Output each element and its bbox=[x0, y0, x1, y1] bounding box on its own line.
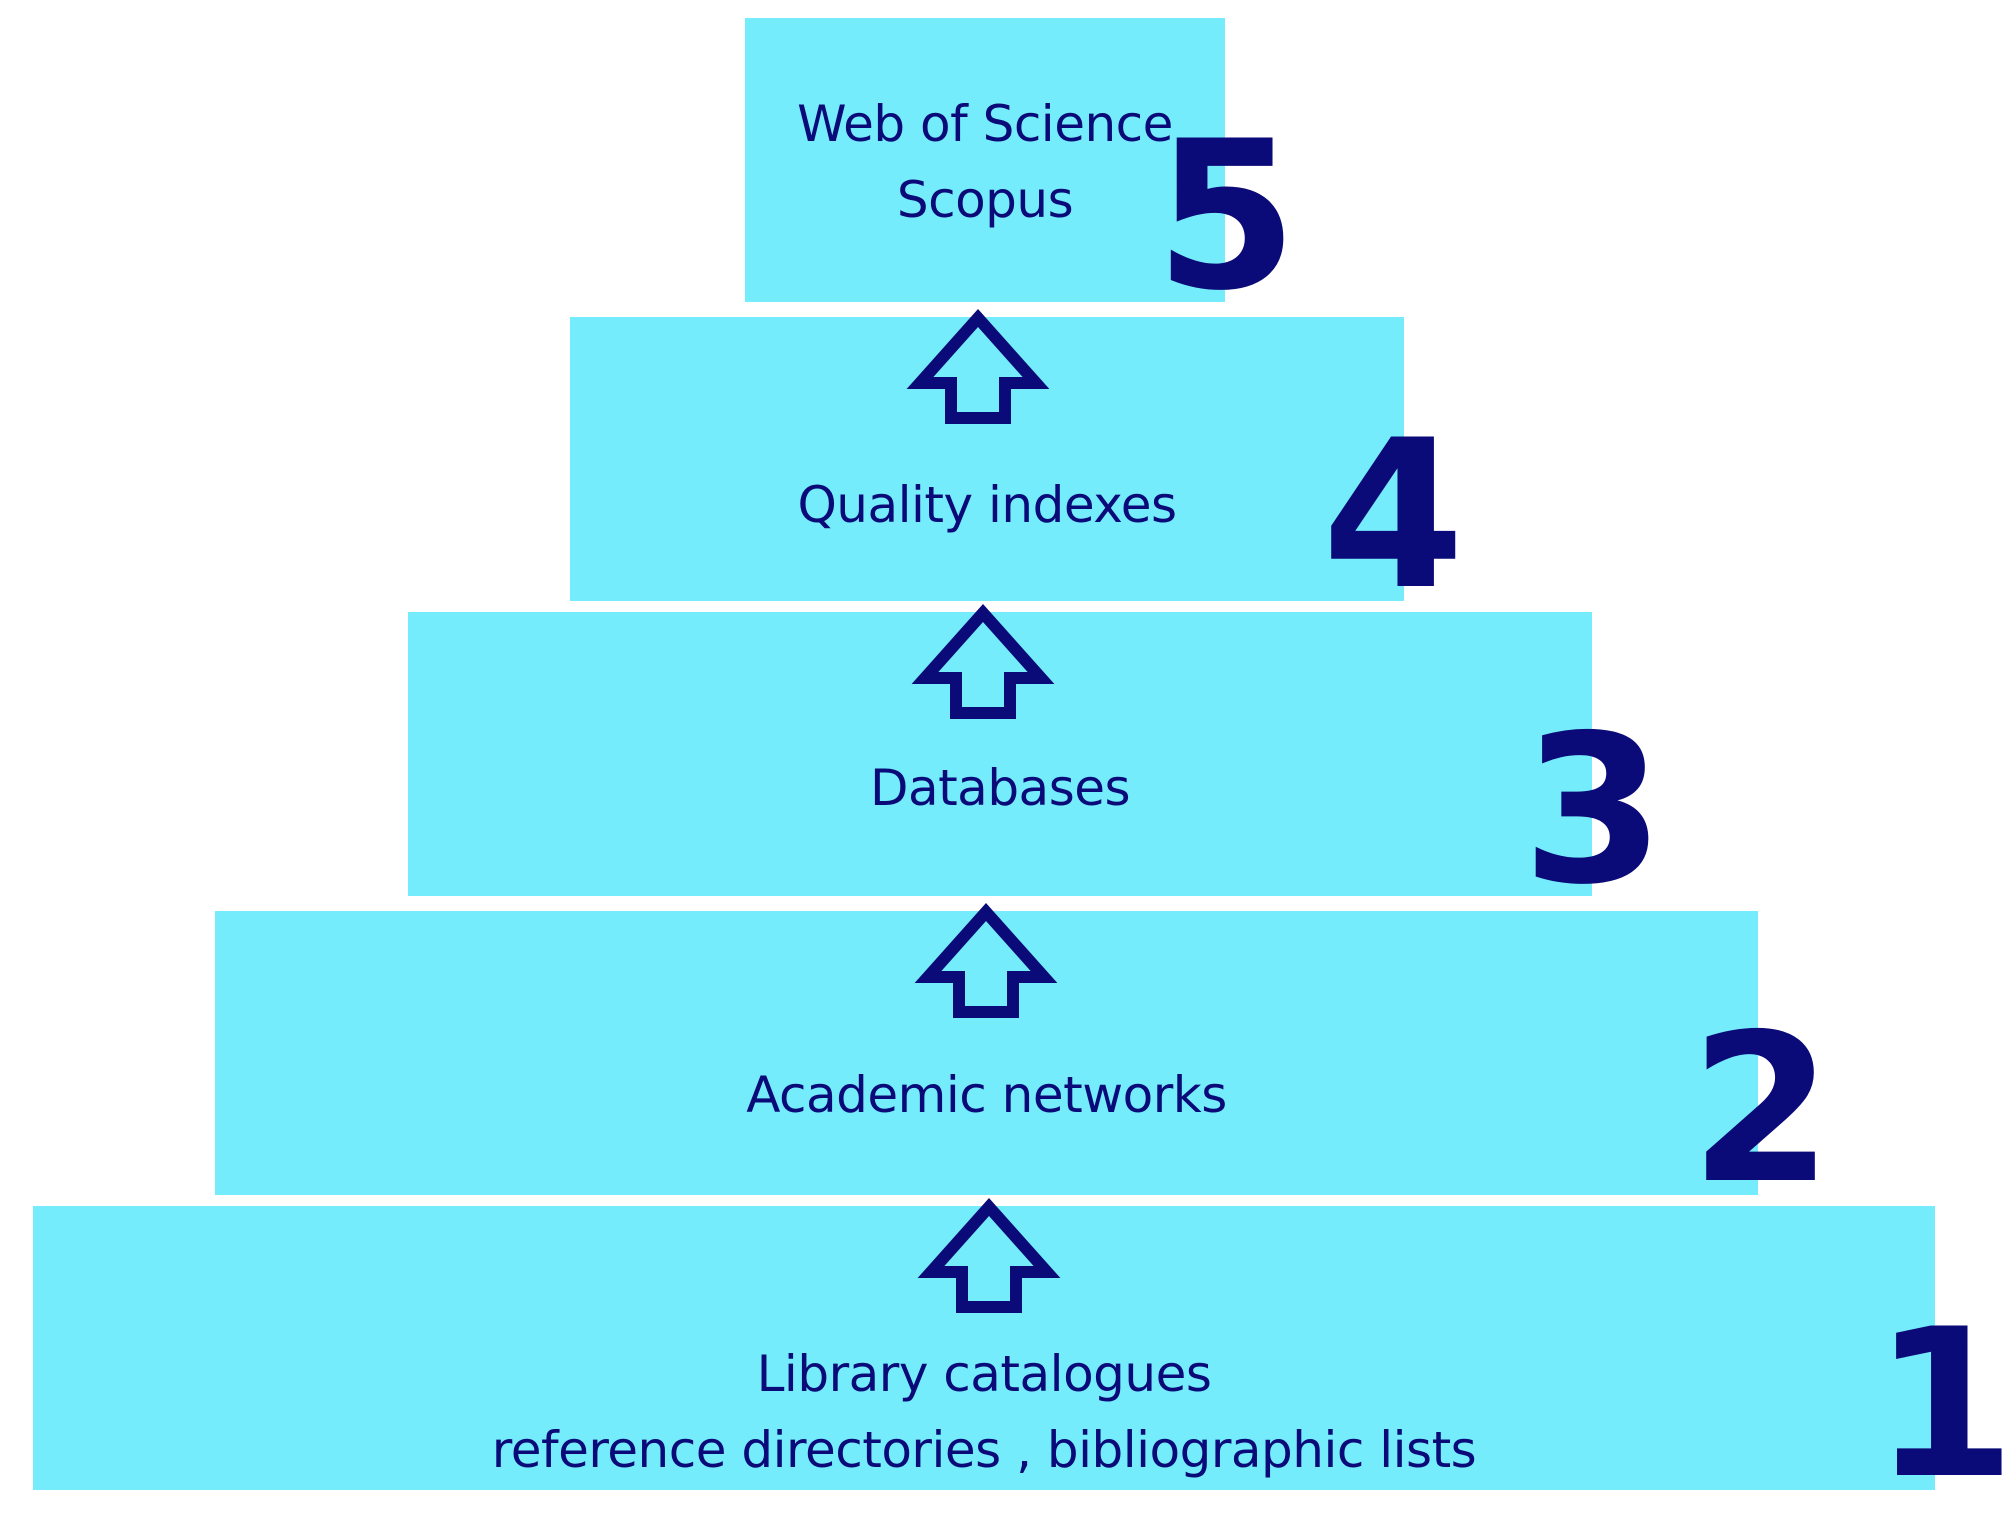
tier-4: Quality indexes 4 bbox=[570, 317, 1465, 619]
tier-1-line-1: Library catalogues bbox=[756, 1345, 1212, 1403]
tier-1-number: 1 bbox=[1873, 1286, 2016, 1524]
tier-5-line-2: Scopus bbox=[896, 171, 1074, 229]
tier-3: Databases 3 bbox=[408, 612, 1665, 914]
tier-4-line-1: Quality indexes bbox=[797, 476, 1177, 534]
tier-2-line-1: Academic networks bbox=[746, 1066, 1227, 1124]
tier-5: Web of Science Scopus 5 bbox=[745, 18, 1298, 320]
tier-3-number: 3 bbox=[1522, 692, 1665, 930]
tier-3-line-1: Databases bbox=[869, 759, 1131, 817]
tier-4-label: Quality indexes bbox=[570, 467, 1404, 543]
tier-5-number: 5 bbox=[1155, 98, 1298, 336]
tier-1: Library catalogues reference directories… bbox=[33, 1206, 2016, 1508]
tier-1-label: Library catalogues reference directories… bbox=[33, 1336, 1935, 1488]
tier-3-label: Databases bbox=[408, 750, 1592, 826]
tier-5-label: Web of Science Scopus bbox=[745, 86, 1225, 238]
up-arrow-outline-icon bbox=[906, 308, 1050, 424]
tier-2: Academic networks 2 bbox=[215, 911, 1833, 1213]
up-arrow-outline-icon bbox=[914, 902, 1058, 1018]
up-arrow-outline-icon bbox=[917, 1197, 1061, 1313]
tier-5-line-1: Web of Science bbox=[797, 95, 1173, 153]
tier-1-line-2: reference directories , bibliographic li… bbox=[491, 1421, 1477, 1479]
tier-4-number: 4 bbox=[1322, 397, 1465, 635]
tier-2-number: 2 bbox=[1690, 991, 1833, 1229]
tier-2-label: Academic networks bbox=[215, 1057, 1758, 1133]
up-arrow-outline-icon bbox=[911, 603, 1055, 719]
